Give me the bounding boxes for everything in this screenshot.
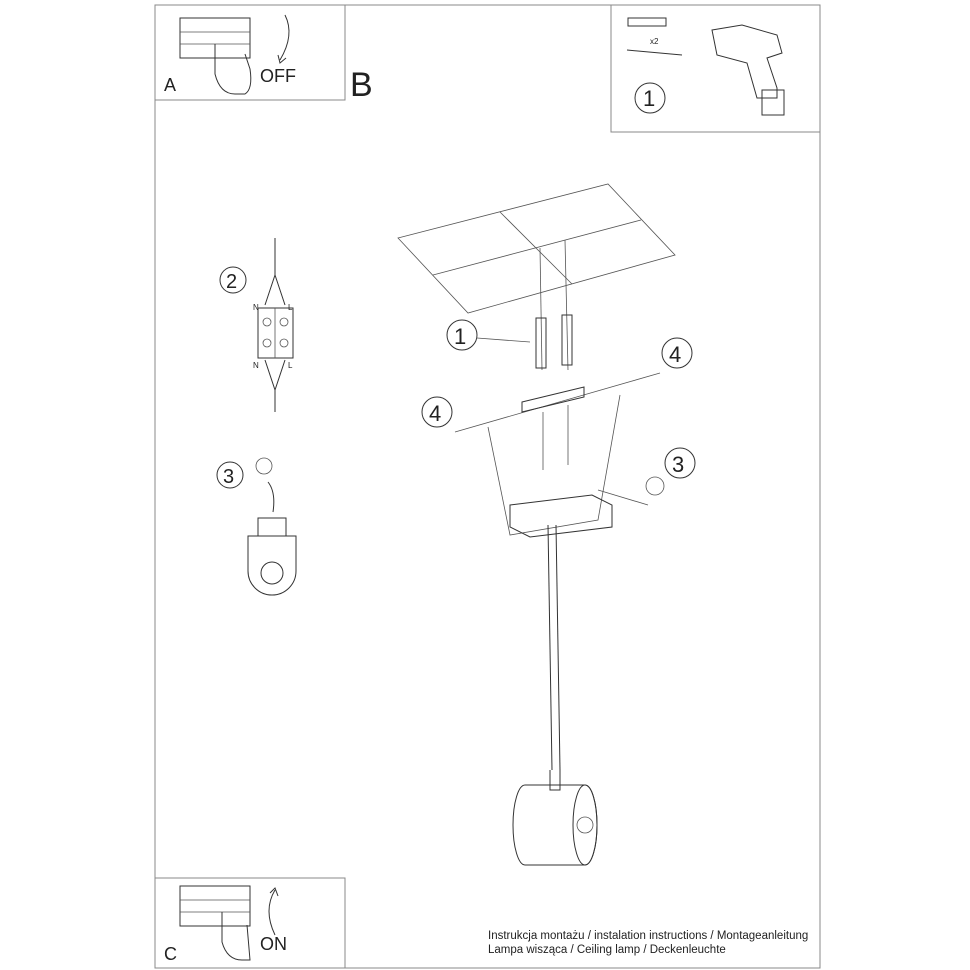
footer-line-1: Instrukcja montażu / instalation instruc… [488, 930, 809, 942]
ceiling-icon [397, 183, 676, 314]
panel-c-switch-on: C ON [154, 877, 346, 969]
l-top-label: L [288, 303, 293, 312]
quantity-label: x2 [650, 37, 659, 46]
off-label: OFF [260, 66, 296, 86]
ground-diagram: 3 [216, 457, 297, 596]
hand-icon [214, 44, 252, 95]
wiring-diagram: 2 N L N L [219, 238, 294, 412]
ground-symbol-icon [645, 476, 665, 496]
panel-a-switch-off: A OFF [154, 4, 346, 101]
panel-c-letter: C [164, 944, 177, 964]
footer-line-2: Lampa wisząca / Ceiling lamp / Deckenleu… [488, 944, 726, 956]
ground-symbol-icon [255, 457, 273, 475]
terminal-block-icon [257, 307, 294, 359]
wall-plug-icon [561, 314, 573, 366]
step-3-badge: 3 [223, 466, 234, 488]
drill-icon [711, 24, 785, 116]
step-1-badge: 1 [643, 86, 655, 111]
n-top-label: N [253, 303, 259, 312]
mounting-bracket-icon [521, 386, 585, 413]
step-4-right-badge: 4 [669, 342, 681, 367]
n-bottom-label: N [253, 361, 259, 370]
spotlight-icon [512, 784, 598, 866]
wall-plug-icon [535, 317, 547, 369]
step-2-badge: 2 [226, 271, 237, 293]
footer-caption: Instrukcja montażu / instalation instruc… [488, 929, 808, 957]
main-step-1-badge: 1 [454, 324, 466, 349]
on-label: ON [260, 934, 287, 954]
panel-a-letter: A [164, 75, 176, 95]
wall-plug-icon [627, 17, 667, 27]
main-assembly: 1 4 4 3 [397, 183, 696, 866]
panel-b-letter: B [350, 66, 373, 104]
screw-icon [626, 49, 683, 56]
arrow-up-icon [268, 887, 279, 936]
arrow-down-icon [277, 14, 290, 64]
main-step-3-badge: 3 [672, 452, 684, 477]
page-frame [154, 4, 821, 969]
step-4-left-badge: 4 [429, 401, 441, 426]
canopy-icon [509, 494, 613, 538]
l-bottom-label: L [288, 361, 293, 370]
tools-box: x2 1 [610, 4, 821, 133]
ground-lug-icon [247, 535, 297, 596]
breaker-panel-icon [179, 885, 251, 927]
hand-icon [221, 912, 251, 961]
